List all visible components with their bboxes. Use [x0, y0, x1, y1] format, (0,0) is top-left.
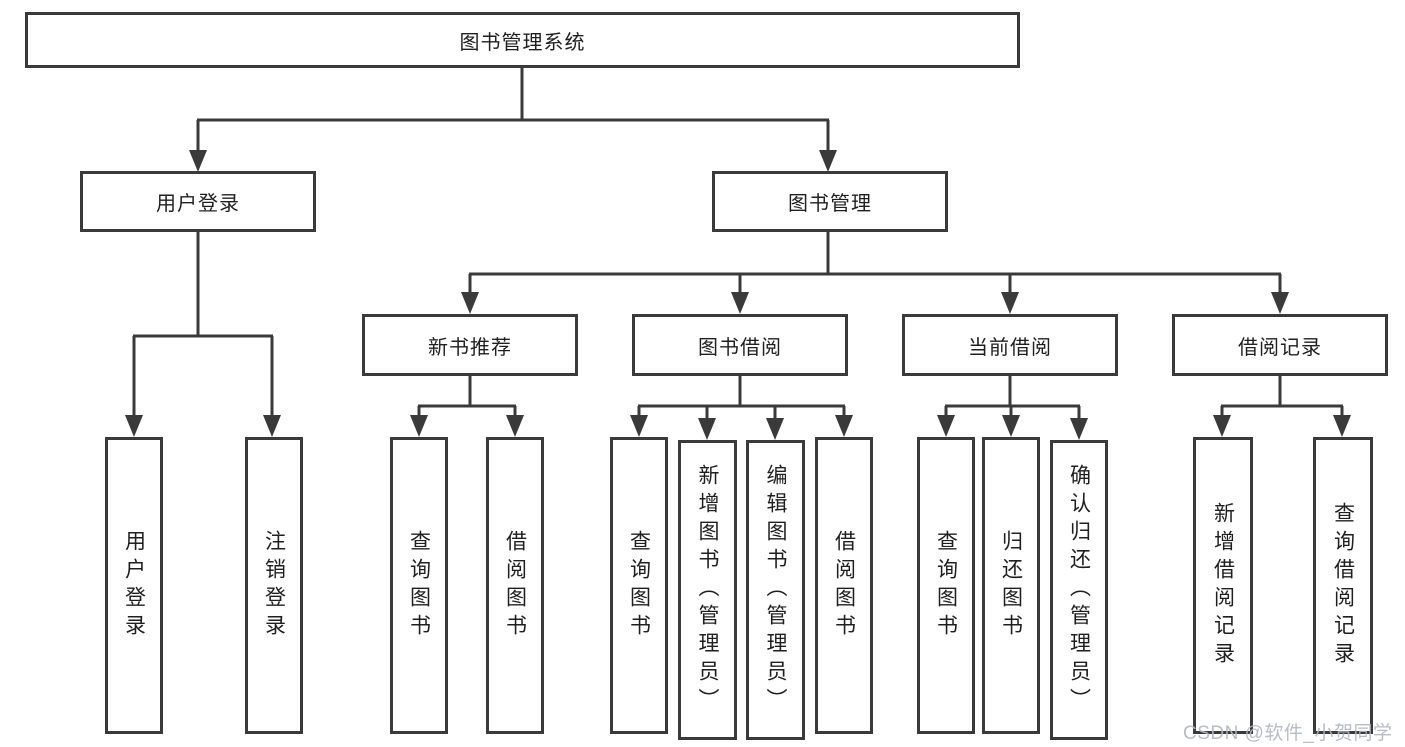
node-label: 借阅图书	[832, 529, 856, 642]
node-label: 确认归还（管理员）	[1067, 464, 1091, 716]
leaf-query-books-cb: 查询图书	[917, 437, 975, 734]
arrow-icon	[630, 415, 648, 437]
leaf-user-login: 用户登录	[105, 437, 163, 734]
arrow-icon	[1271, 292, 1289, 314]
leaf-query-books-rec: 查询图书	[390, 437, 448, 734]
arrow-icon	[937, 415, 955, 437]
arrow-icon	[125, 415, 143, 437]
node-current-borrowing: 当前借阅	[902, 314, 1118, 376]
node-label: 查询借阅记录	[1331, 501, 1355, 670]
node-label: 归还图书	[999, 529, 1023, 642]
node-label: 用户登录	[156, 193, 240, 215]
node-label: 查询图书	[934, 529, 958, 642]
tree-edges	[132, 68, 1344, 421]
arrow-icon	[1213, 415, 1231, 437]
node-book-management-branch: 图书管理	[712, 171, 948, 232]
node-label: 借阅图书	[503, 529, 527, 642]
node-label: 图书借阅	[698, 336, 782, 359]
arrow-icon	[819, 150, 837, 172]
node-borrowing-records: 借阅记录	[1172, 314, 1388, 376]
arrow-icon	[731, 292, 749, 314]
node-user-login-branch: 用户登录	[80, 171, 316, 232]
leaf-borrow-books-rec: 借阅图书	[486, 437, 544, 734]
arrow-icon	[1002, 415, 1020, 437]
node-label: 用户登录	[122, 529, 146, 642]
node-label: 查询图书	[407, 529, 431, 642]
node-label: 新书推荐	[428, 336, 512, 359]
node-label: 图书管理系统	[459, 31, 586, 54]
arrow-icon	[835, 415, 853, 437]
arrow-icon	[461, 292, 479, 314]
leaf-logout: 注销登录	[245, 437, 303, 734]
node-label: 当前借阅	[968, 336, 1052, 359]
leaf-return-books: 归还图书	[982, 437, 1040, 734]
node-book-borrowing: 图书借阅	[632, 314, 848, 376]
leaf-edit-books-admin: 编辑图书（管理员）	[746, 440, 805, 740]
node-library-management-system: 图书管理系统	[25, 12, 1020, 68]
node-label: 编辑图书（管理员）	[764, 464, 787, 716]
leaf-add-borrow-record: 新增借阅记录	[1193, 437, 1253, 734]
node-new-book-recommendation: 新书推荐	[362, 314, 578, 376]
csdn-watermark: CSDN @软件_小贺同学	[1183, 723, 1393, 744]
leaf-query-books-bb: 查询图书	[610, 437, 668, 734]
node-label: 查询图书	[627, 529, 651, 642]
arrow-icon	[766, 418, 784, 440]
node-label: 新增图书（管理员）	[696, 464, 719, 716]
arrow-icon	[410, 415, 428, 437]
arrow-icon	[263, 415, 281, 437]
leaf-add-books-admin: 新增图书（管理员）	[678, 440, 737, 740]
leaf-confirm-return-admin: 确认归还（管理员）	[1050, 440, 1108, 740]
arrow-icon	[1333, 415, 1351, 437]
arrow-icon	[189, 150, 207, 172]
arrow-icon	[698, 418, 716, 440]
arrow-icon	[506, 415, 524, 437]
leaf-borrow-books-bb: 借阅图书	[815, 437, 873, 734]
node-label: 新增借阅记录	[1211, 501, 1235, 670]
node-label: 图书管理	[788, 193, 872, 215]
node-label: 借阅记录	[1238, 336, 1322, 359]
leaf-query-borrow-record: 查询借阅记录	[1313, 437, 1373, 734]
arrow-icon	[1070, 418, 1088, 440]
node-label: 注销登录	[262, 529, 286, 642]
arrow-icon	[1001, 292, 1019, 314]
arrowheads	[125, 150, 1351, 440]
